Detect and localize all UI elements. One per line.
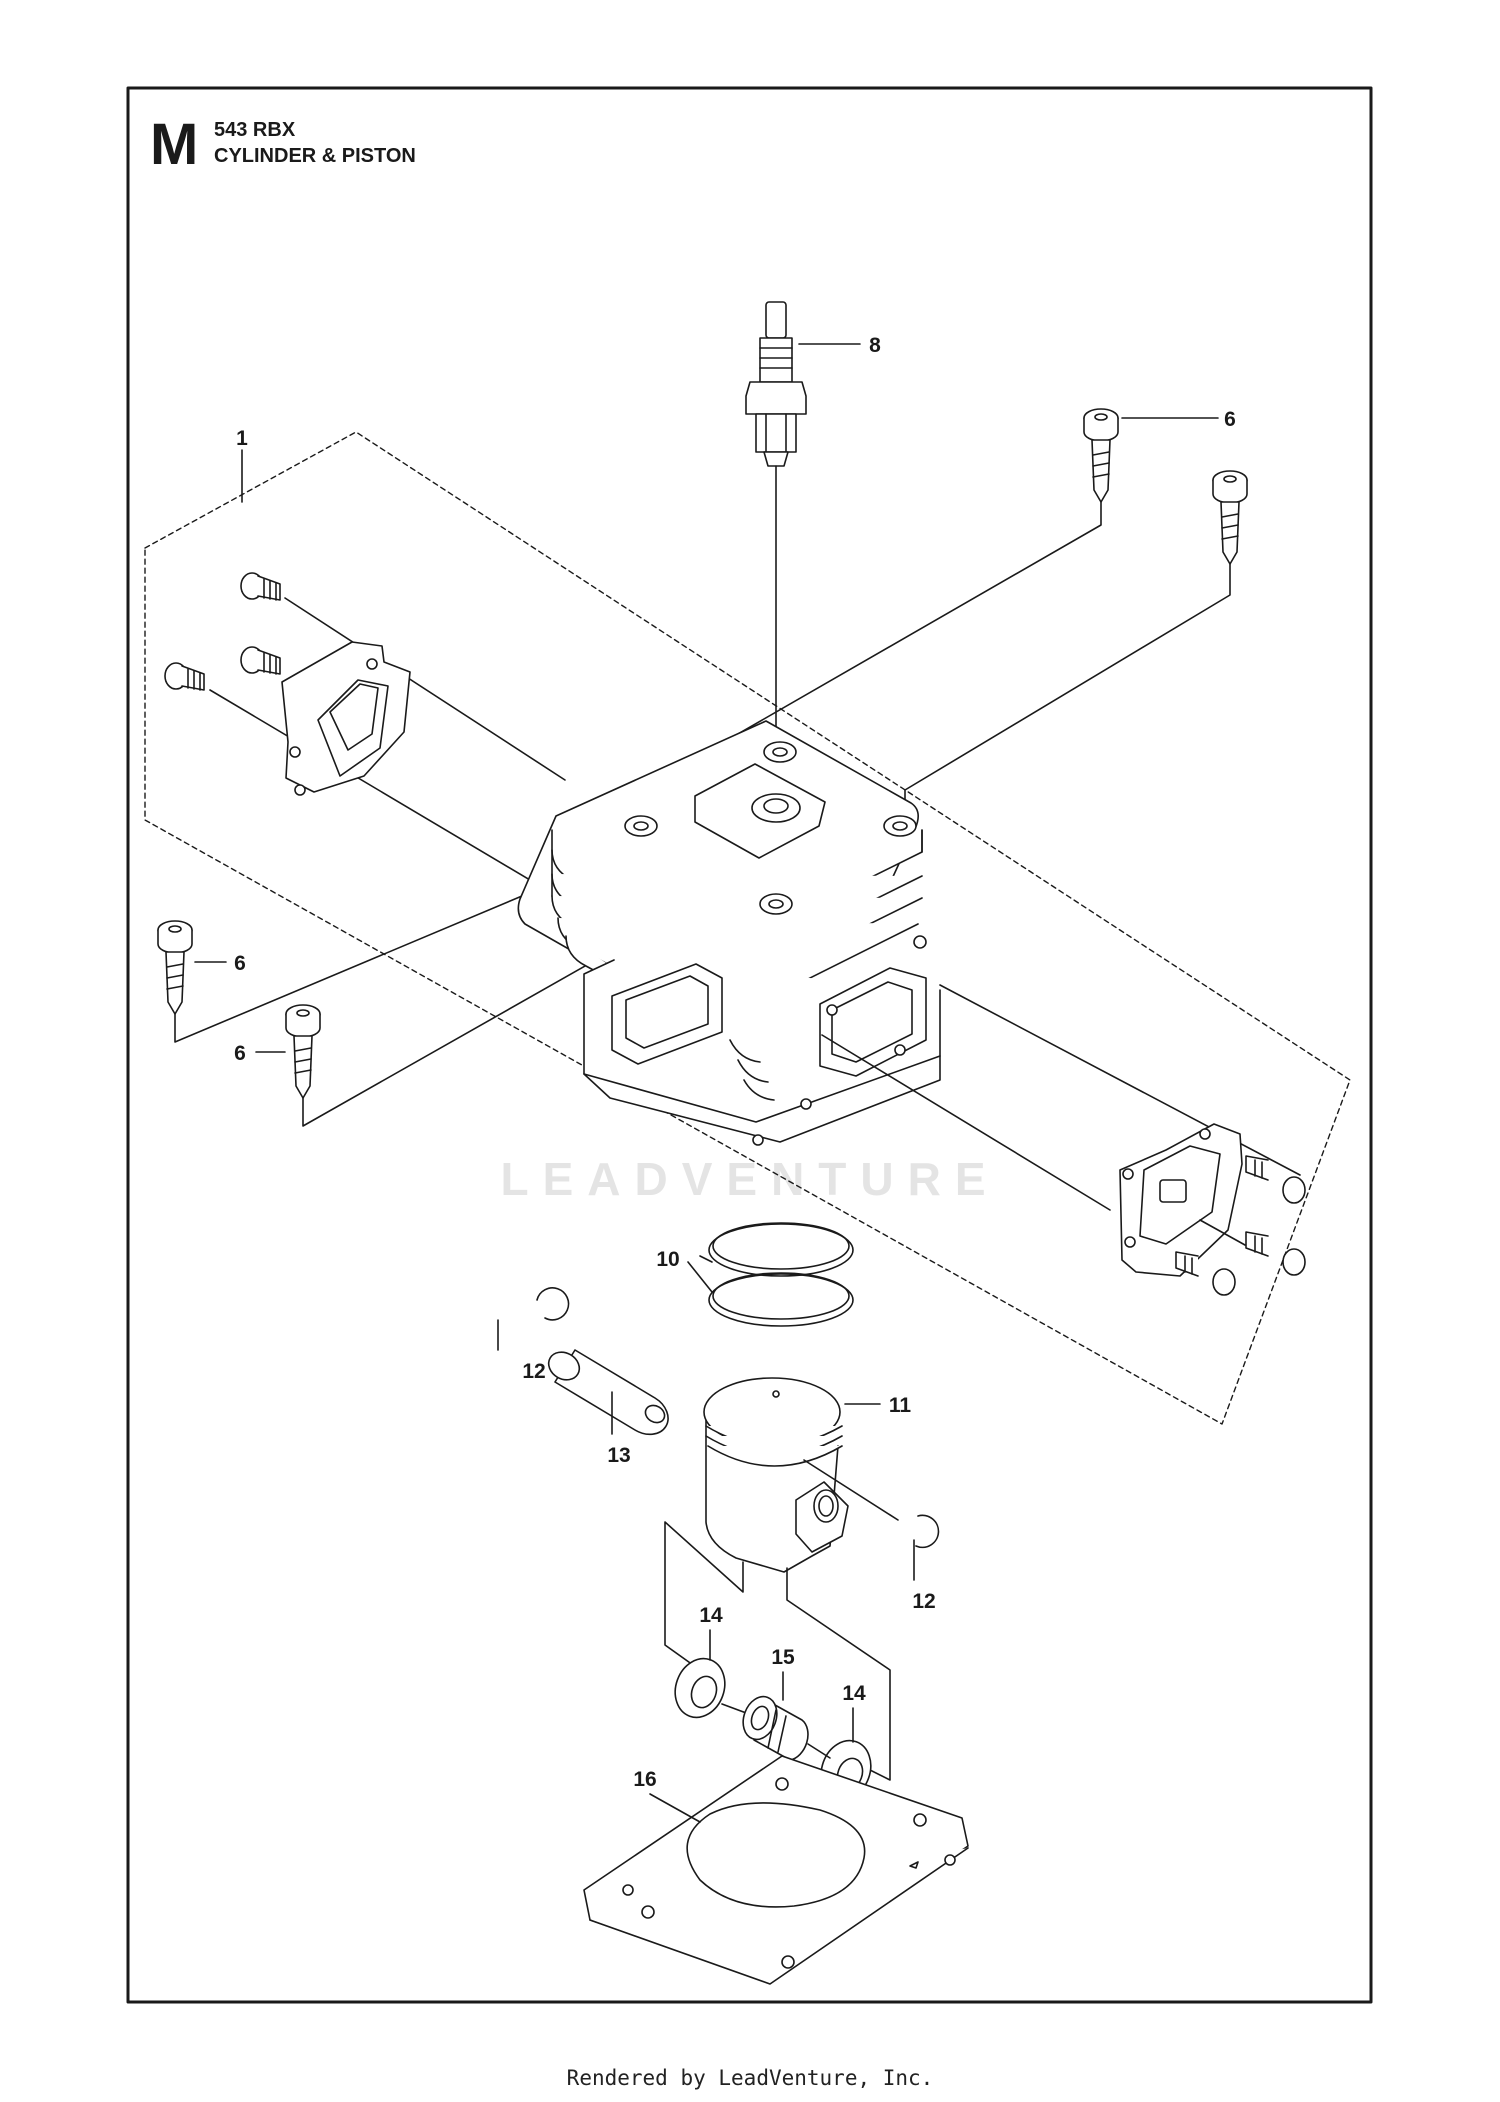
piston bbox=[703, 1377, 849, 1573]
screw-left-1 bbox=[240, 572, 281, 601]
diagram-border bbox=[126, 86, 1373, 2004]
callout-10: 10 bbox=[656, 1248, 679, 1271]
screw-left-2 bbox=[240, 646, 281, 675]
intake-flange-right bbox=[1119, 1123, 1243, 1277]
callout-1: 1 bbox=[236, 427, 248, 450]
watermark: LEADVENTURE bbox=[500, 1153, 999, 1205]
bracket-left bbox=[664, 1521, 744, 1671]
leader-bolt-top-2 bbox=[904, 563, 1231, 801]
screw-right-3 bbox=[1175, 1251, 1236, 1296]
circlip-left bbox=[536, 1287, 570, 1321]
callout-14-right: 14 bbox=[842, 1682, 866, 1705]
needle-bearing bbox=[742, 1695, 809, 1761]
diagram-title: CYLINDER & PISTON bbox=[214, 145, 416, 167]
bolt-left-1 bbox=[157, 920, 193, 1015]
callout-16: 16 bbox=[633, 1768, 656, 1791]
bracket-right bbox=[786, 1567, 891, 1781]
callout-13: 13 bbox=[607, 1444, 630, 1467]
piston-rings bbox=[708, 1222, 854, 1327]
model-name: 543 RBX bbox=[214, 119, 296, 141]
callout-6-left-1: 6 bbox=[234, 952, 246, 975]
base-gasket bbox=[583, 1755, 969, 1985]
washer-left bbox=[674, 1657, 726, 1719]
bolt-top-2 bbox=[1212, 470, 1248, 565]
screw-left-3 bbox=[164, 662, 205, 691]
screw-right-2 bbox=[1245, 1231, 1306, 1276]
axis-intake bbox=[821, 1034, 1111, 1211]
callout-6-left-2: 6 bbox=[234, 1042, 246, 1065]
callout-12-right: 12 bbox=[912, 1590, 935, 1613]
leader-bolt-left-1 bbox=[174, 879, 561, 1043]
callout-11: 11 bbox=[889, 1394, 912, 1417]
axis-bearing-2 bbox=[807, 1743, 831, 1759]
bolt-left-2 bbox=[285, 1004, 321, 1099]
exhaust-flange-left bbox=[281, 641, 411, 796]
axis-screw-right-1 bbox=[939, 984, 1301, 1176]
piston-pin bbox=[547, 1349, 669, 1436]
circlip-right bbox=[915, 1514, 940, 1549]
leader-10a bbox=[699, 1255, 713, 1263]
footer-credit: Rendered by LeadVenture, Inc. bbox=[566, 2066, 934, 2090]
callout-12-left: 12 bbox=[522, 1360, 545, 1383]
callout-15: 15 bbox=[771, 1646, 795, 1669]
axis-screw-1 bbox=[284, 597, 566, 781]
bolt-top-1 bbox=[1083, 408, 1119, 503]
callout-14-left: 14 bbox=[699, 1604, 723, 1627]
callout-6-top: 6 bbox=[1224, 408, 1236, 431]
screw-right-1 bbox=[1245, 1155, 1306, 1204]
spark-plug bbox=[745, 301, 807, 467]
cylinder bbox=[517, 720, 941, 1146]
leader-16 bbox=[649, 1793, 701, 1823]
section-letter: M bbox=[150, 112, 198, 177]
axis-screw-right-2 bbox=[1199, 1219, 1246, 1246]
leader-10 bbox=[687, 1261, 713, 1293]
callout-8: 8 bbox=[869, 334, 881, 357]
axis-piston-pin bbox=[803, 1459, 899, 1521]
